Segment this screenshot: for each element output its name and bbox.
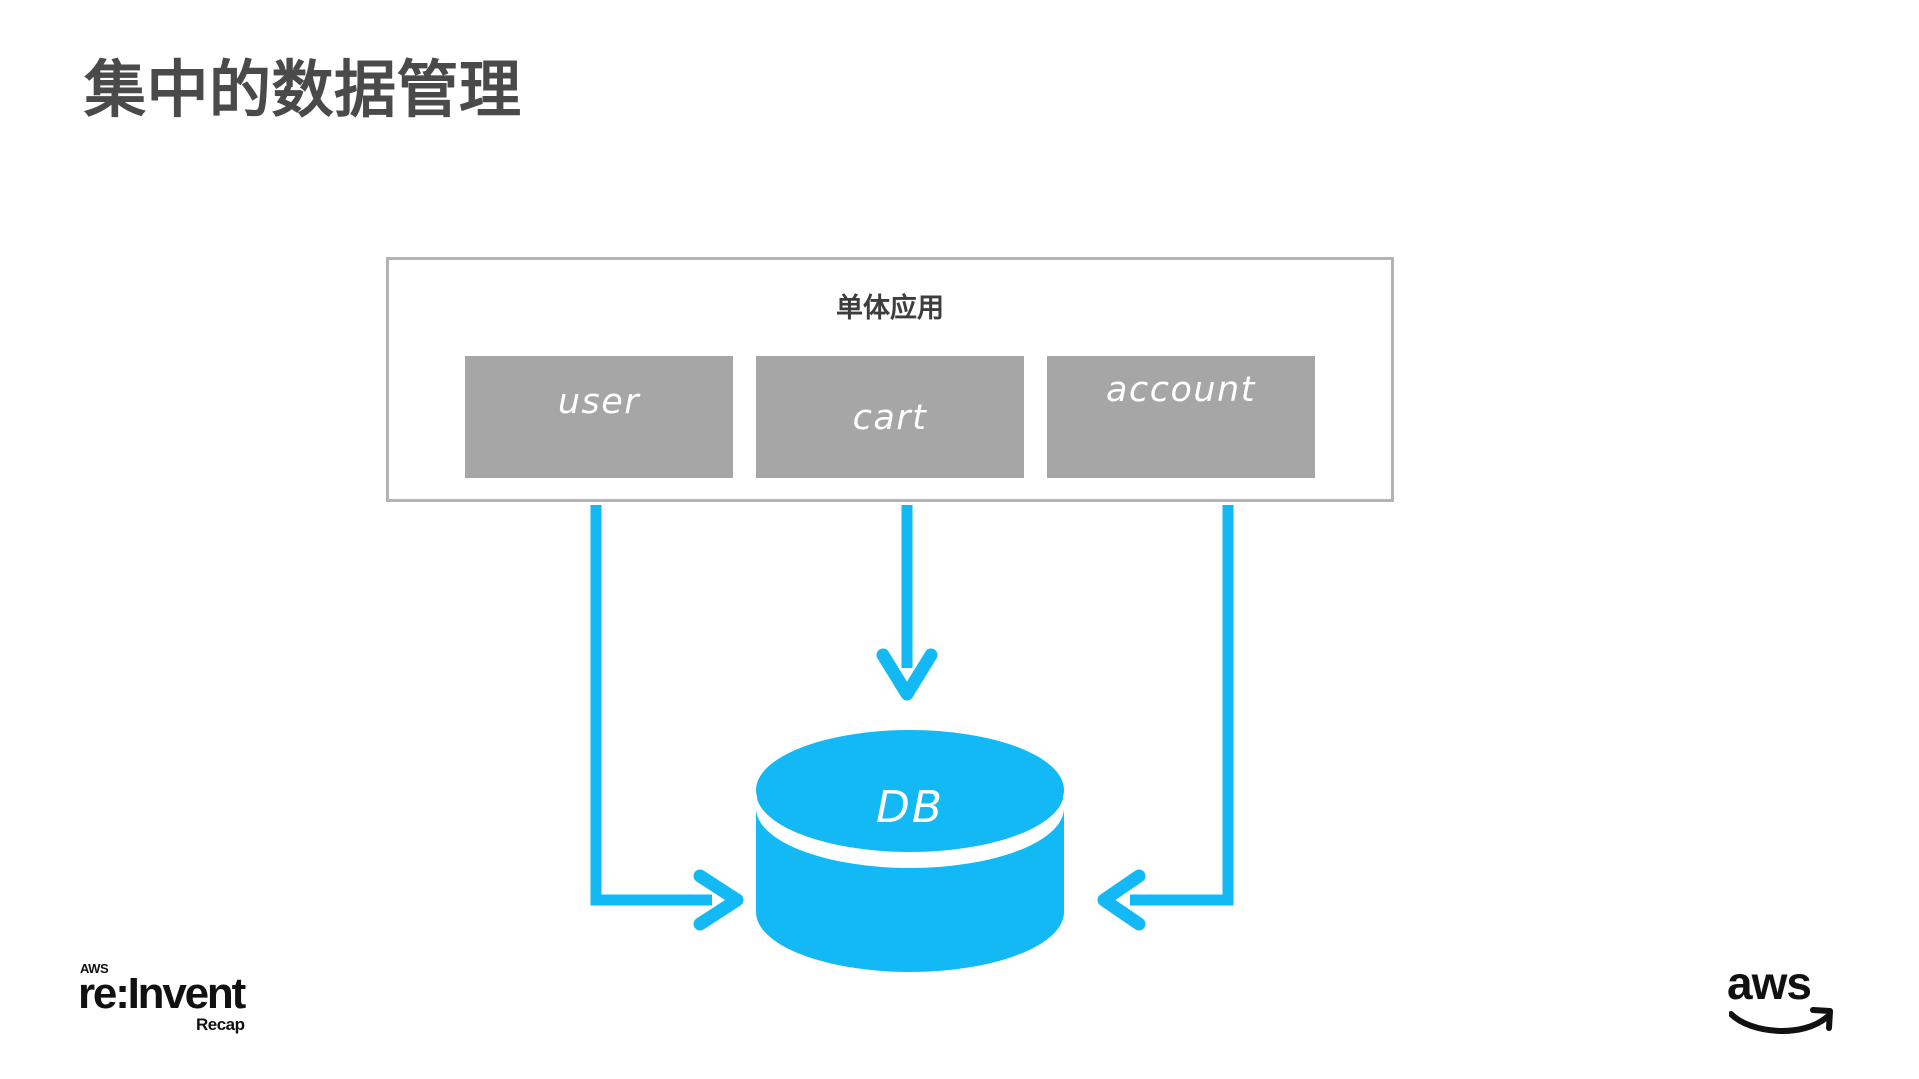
arrow-user-to-db xyxy=(590,505,712,906)
aws-logo: aws xyxy=(1727,960,1857,1038)
database-cylinder-shape xyxy=(756,730,1064,972)
aws-smile-icon xyxy=(1729,1007,1833,1034)
page-title: 集中的数据管理 xyxy=(84,56,522,125)
reinvent-logo-recap-text: Recap xyxy=(196,1015,245,1034)
module-label-user: user xyxy=(557,382,641,422)
module-box-user: user xyxy=(465,356,733,478)
aws-logo-wordmark: aws xyxy=(1727,957,1812,1009)
reinvent-logo-aws-text: AWS xyxy=(80,961,109,976)
module-box-cart: cart xyxy=(756,356,1024,478)
module-row: user cart account xyxy=(389,356,1391,478)
arrow-account-to-db xyxy=(1130,505,1234,906)
module-box-account: account xyxy=(1047,356,1315,478)
monolith-label: 单体应用 xyxy=(836,293,944,323)
reinvent-logo: AWS re:Invent Recap xyxy=(78,962,318,1040)
module-label-account: account xyxy=(1106,370,1256,410)
database-cylinder: DB xyxy=(752,726,1068,978)
database-label: DB xyxy=(875,782,945,833)
monolith-container: 单体应用 user cart account xyxy=(386,257,1394,502)
reinvent-logo-main-text: re:Invent xyxy=(78,969,246,1018)
module-label-cart: cart xyxy=(852,398,928,438)
arrow-account-to-db-head xyxy=(1097,869,1146,931)
arrow-cart-to-db-head xyxy=(876,648,938,701)
arrow-user-to-db-head xyxy=(693,869,744,931)
